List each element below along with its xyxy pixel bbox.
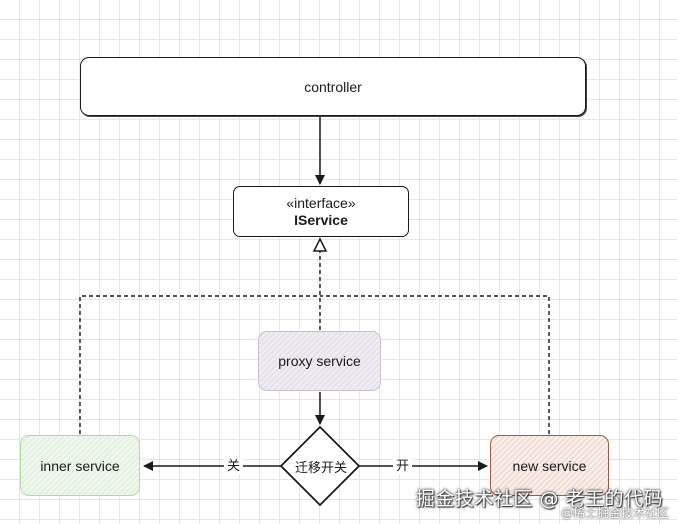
watermark-sub: @稀土掘金技术社区: [560, 506, 669, 520]
proxy-service-node: proxy service: [258, 331, 381, 391]
iservice-interface-node: «interface» IService: [233, 186, 409, 237]
edge-label-off: 关: [224, 459, 244, 475]
edge-label-on: 开: [393, 459, 413, 475]
edge-inner-realizes-iservice: [79, 295, 320, 434]
new-service-node: new service: [490, 435, 609, 496]
inner-service-label: inner service: [40, 457, 120, 474]
edge-new-realizes-iservice: [320, 295, 550, 434]
controller-label: controller: [304, 78, 362, 95]
iservice-name: IService: [294, 211, 348, 228]
decision-diamond: [279, 425, 361, 507]
realization-arrowhead: [312, 237, 328, 252]
proxy-service-label: proxy service: [278, 353, 361, 369]
new-service-label: new service: [512, 457, 587, 474]
decision-label: 迁移开关: [294, 460, 347, 476]
inner-service-node: inner service: [20, 435, 140, 496]
watermark-main: 掘金技术社区 @ 老王的代码: [415, 488, 663, 510]
controller-node: controller: [80, 57, 586, 116]
iservice-stereotype: «interface»: [286, 194, 356, 211]
